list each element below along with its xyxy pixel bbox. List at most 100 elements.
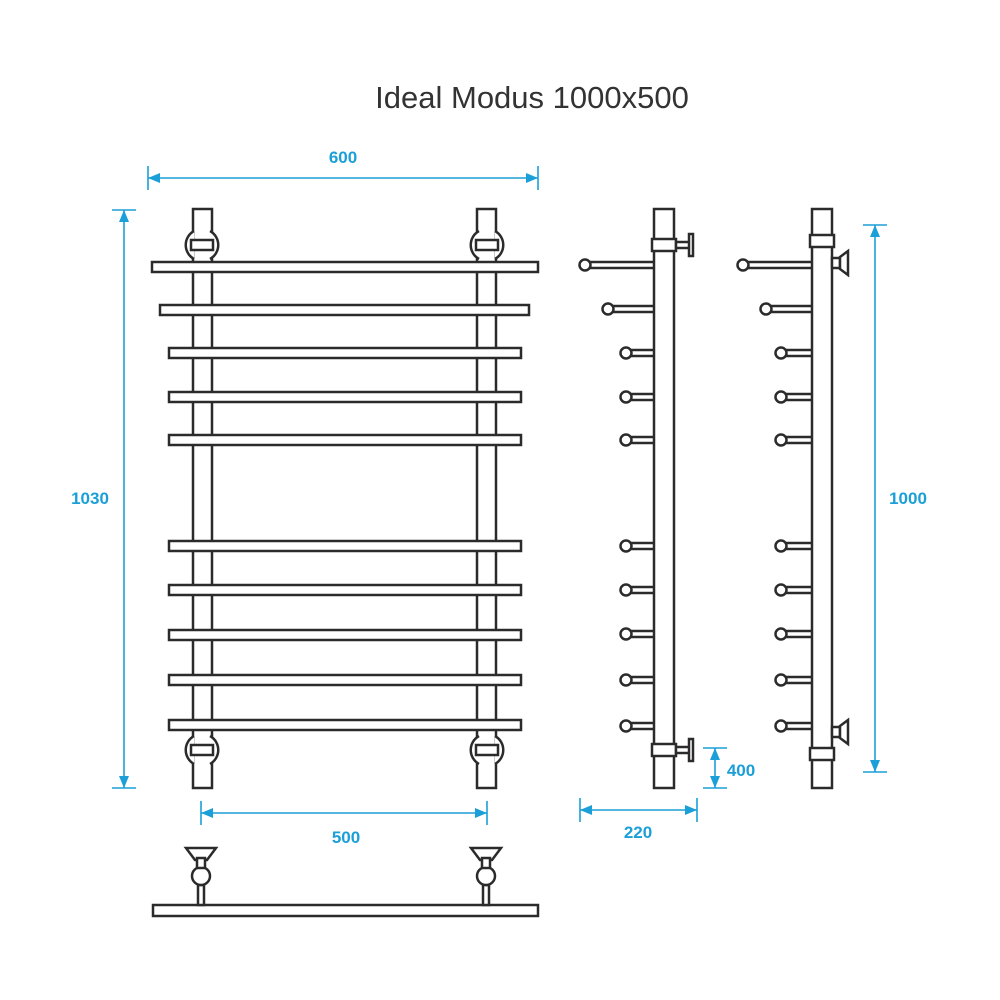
fitting-ring bbox=[469, 734, 505, 766]
side-view-left bbox=[578, 207, 695, 790]
rail-end bbox=[774, 433, 788, 447]
mount-pipe bbox=[481, 883, 491, 907]
side-rail bbox=[629, 721, 657, 731]
side-rail bbox=[629, 675, 657, 685]
rail bbox=[167, 583, 523, 597]
rail-end bbox=[736, 258, 750, 272]
fitting-ring bbox=[469, 229, 505, 261]
rail bbox=[167, 673, 523, 687]
fitting-ring bbox=[184, 229, 220, 261]
arrowhead bbox=[710, 748, 720, 760]
fitting-ring bbox=[184, 734, 220, 766]
fitting-nut bbox=[189, 743, 215, 757]
dim-height-label: 1030 bbox=[71, 489, 109, 508]
bottom-view bbox=[151, 846, 540, 918]
rail bbox=[167, 718, 523, 732]
rail bbox=[167, 433, 523, 447]
rail-end bbox=[774, 627, 788, 641]
wall-mount-flange bbox=[838, 248, 850, 278]
mount-ball bbox=[475, 865, 497, 887]
rail bbox=[167, 539, 523, 553]
dimension-lines bbox=[112, 166, 887, 825]
valve-handle bbox=[687, 737, 695, 763]
fitting-nut bbox=[474, 743, 500, 757]
side-upright bbox=[652, 207, 676, 790]
side-rail bbox=[629, 585, 657, 595]
bottom-rail bbox=[151, 903, 540, 918]
rail bbox=[158, 303, 531, 317]
rail-end bbox=[619, 433, 633, 447]
side-rail bbox=[629, 541, 657, 551]
right-upright bbox=[475, 207, 498, 790]
rail-end bbox=[759, 302, 773, 316]
mount-ball bbox=[190, 865, 212, 887]
side-rail bbox=[784, 585, 815, 595]
mount-stem bbox=[480, 856, 492, 870]
side-rail bbox=[629, 629, 657, 639]
dim-width-label: 600 bbox=[329, 148, 357, 167]
fitting-nut bbox=[808, 233, 836, 249]
valve-handle bbox=[687, 232, 695, 258]
valve-nut bbox=[650, 237, 678, 253]
rail-end bbox=[774, 539, 788, 553]
dim-center-label: 500 bbox=[332, 828, 360, 847]
rail-end bbox=[619, 673, 633, 687]
fitting-nut bbox=[808, 746, 836, 762]
rail-end bbox=[619, 627, 633, 641]
rail bbox=[167, 628, 523, 642]
rail-end bbox=[774, 673, 788, 687]
arrowhead bbox=[870, 225, 880, 237]
side-rail bbox=[588, 260, 657, 270]
arrowhead bbox=[580, 805, 592, 815]
fitting-nut bbox=[189, 238, 215, 252]
rail bbox=[150, 260, 540, 274]
mount-flange bbox=[183, 846, 219, 862]
left-upright bbox=[191, 207, 214, 790]
side-rail bbox=[784, 541, 815, 551]
rail bbox=[167, 346, 523, 360]
rail-end bbox=[619, 390, 633, 404]
rail-end bbox=[619, 346, 633, 360]
rail-end bbox=[619, 539, 633, 553]
dim-center-height-label: 1000 bbox=[889, 489, 927, 508]
arrowhead bbox=[870, 760, 880, 772]
side-rail bbox=[784, 629, 815, 639]
side-rail bbox=[629, 435, 657, 445]
arrowhead bbox=[148, 173, 160, 183]
wall-mount-flange bbox=[838, 717, 850, 747]
arrowhead bbox=[526, 173, 538, 183]
arrowhead bbox=[685, 805, 697, 815]
front-fittings bbox=[184, 229, 505, 766]
arrowhead bbox=[475, 808, 487, 818]
drawing-title: Ideal Modus 1000x500 bbox=[375, 80, 689, 115]
side-rail bbox=[746, 260, 815, 270]
valve-nut bbox=[650, 742, 678, 758]
arrowhead bbox=[119, 776, 129, 788]
side-rail bbox=[784, 435, 815, 445]
dim-offset-label: 400 bbox=[727, 761, 755, 780]
rail-end bbox=[578, 258, 592, 272]
side-rail bbox=[784, 348, 815, 358]
rail-end bbox=[774, 346, 788, 360]
rail-end bbox=[774, 390, 788, 404]
front-view bbox=[150, 207, 540, 790]
side-upright-2 bbox=[810, 207, 834, 790]
front-rails bbox=[150, 260, 540, 732]
rail-end bbox=[619, 719, 633, 733]
side-rail bbox=[784, 675, 815, 685]
rail-end bbox=[774, 583, 788, 597]
mount-pipe bbox=[196, 883, 206, 907]
side-rail bbox=[611, 304, 657, 314]
side-rail bbox=[784, 721, 815, 731]
rail-end bbox=[619, 583, 633, 597]
side-rail bbox=[769, 304, 815, 314]
arrowhead bbox=[710, 776, 720, 788]
rail-end bbox=[601, 302, 615, 316]
side-rail bbox=[784, 392, 815, 402]
mount-flange bbox=[468, 846, 504, 862]
rail bbox=[167, 390, 523, 404]
side-view-right bbox=[736, 207, 850, 790]
rail-end bbox=[774, 719, 788, 733]
